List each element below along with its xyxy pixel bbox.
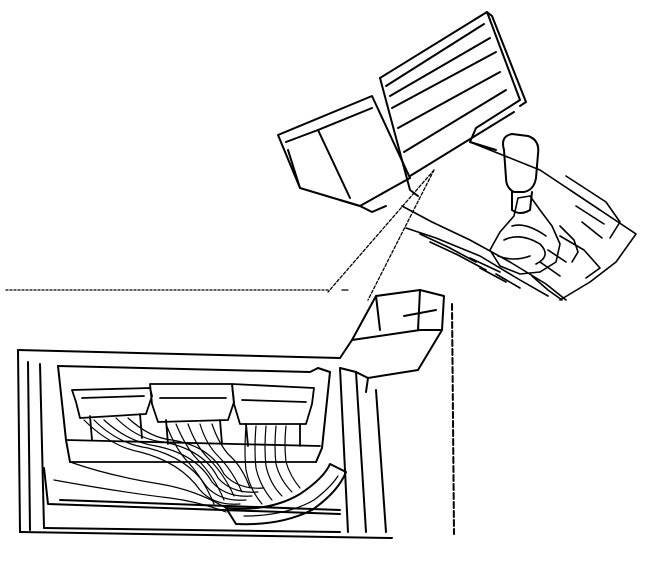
detail-enclosure — [17, 289, 455, 539]
shifter-surround — [401, 141, 637, 301]
console-panel — [379, 11, 527, 197]
connector-row — [65, 383, 321, 463]
wire-harness — [53, 417, 347, 526]
gear-shifter — [502, 133, 540, 214]
callout-lines — [5, 169, 435, 301]
radio-face — [277, 95, 411, 213]
shift-boot — [489, 195, 579, 275]
